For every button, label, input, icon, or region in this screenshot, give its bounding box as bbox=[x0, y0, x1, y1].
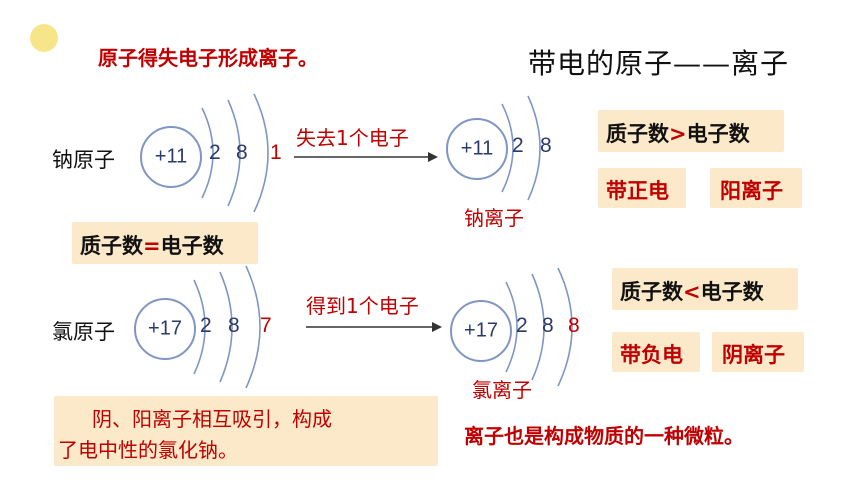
page-title: 带电的原子——离子 bbox=[528, 47, 790, 80]
subtitle: 原子得失电子形成离子。 bbox=[98, 46, 318, 70]
chlorine-atom-shell-1: 2 bbox=[200, 314, 212, 337]
shell-arc bbox=[527, 95, 541, 201]
arrow-chlorine-head bbox=[432, 322, 442, 332]
chlorine-ion-type-box: 阴离子 bbox=[712, 332, 804, 372]
sodium-atom-shell-1: 2 bbox=[209, 141, 221, 164]
shell-arc bbox=[219, 271, 233, 383]
chlorine-ion-label: 氯离子 bbox=[472, 378, 532, 402]
chlorine-process-label: 得到1个电子 bbox=[306, 294, 419, 318]
shell-arc bbox=[531, 273, 545, 381]
decorative-dot-icon bbox=[30, 24, 58, 52]
arrow-sodium-head bbox=[428, 152, 438, 162]
shell-arc bbox=[193, 279, 206, 375]
note-line-1: 阴、阳离子相互吸引，构成 bbox=[92, 407, 332, 431]
sodium-process-label: 失去1个电子 bbox=[296, 126, 409, 150]
sodium-ion-nucleus: +11 bbox=[446, 118, 508, 180]
chlorine-ion-shell-2: 8 bbox=[542, 314, 554, 337]
shell-arc bbox=[501, 103, 514, 193]
shell-arc bbox=[557, 267, 573, 387]
chlorine-ion-nucleus: +17 bbox=[450, 300, 512, 362]
chlorine-atom-label: 氯原子 bbox=[52, 320, 115, 344]
chlorine-relation-box: 质子数<电子数 bbox=[612, 268, 798, 310]
sodium-relation-box: 质子数>电子数 bbox=[598, 110, 784, 152]
chlorine-atom-nucleus: +17 bbox=[134, 298, 196, 360]
shell-arc bbox=[245, 265, 261, 389]
sodium-ion-shell-1: 2 bbox=[512, 134, 524, 157]
chlorine-ion-shell-1: 2 bbox=[516, 314, 528, 337]
chlorine-charge-box: 带负电 bbox=[612, 332, 700, 372]
sodium-atom-shell-2: 8 bbox=[236, 141, 248, 164]
sodium-atom-label: 钠原子 bbox=[52, 148, 115, 172]
shell-arc bbox=[253, 93, 269, 213]
chlorine-atom-shell-3: 7 bbox=[260, 314, 272, 337]
equal-relation-box: 质子数=电子数 bbox=[72, 222, 258, 264]
shell-arc bbox=[505, 281, 518, 373]
sodium-ion-shell-2: 8 bbox=[540, 134, 552, 157]
sodium-ion-label: 钠离子 bbox=[464, 206, 524, 230]
chlorine-ion-shell-3: 8 bbox=[568, 314, 580, 337]
sodium-charge-box: 带正电 bbox=[598, 168, 686, 208]
note-line-2: 了电中性的氯化钠。 bbox=[58, 438, 238, 462]
chlorine-atom-shell-2: 8 bbox=[228, 314, 240, 337]
sodium-ion-type-box: 阳离子 bbox=[710, 168, 802, 208]
conclusion-text: 离子也是构成物质的一种微粒。 bbox=[464, 424, 744, 448]
sodium-atom-shell-3: 1 bbox=[270, 141, 282, 164]
shell-arc bbox=[227, 99, 241, 207]
shell-arc bbox=[201, 107, 214, 199]
note-box: 阴、阳离子相互吸引，构成 了电中性的氯化钠。 bbox=[54, 396, 438, 466]
sodium-atom-nucleus: +11 bbox=[140, 126, 202, 188]
